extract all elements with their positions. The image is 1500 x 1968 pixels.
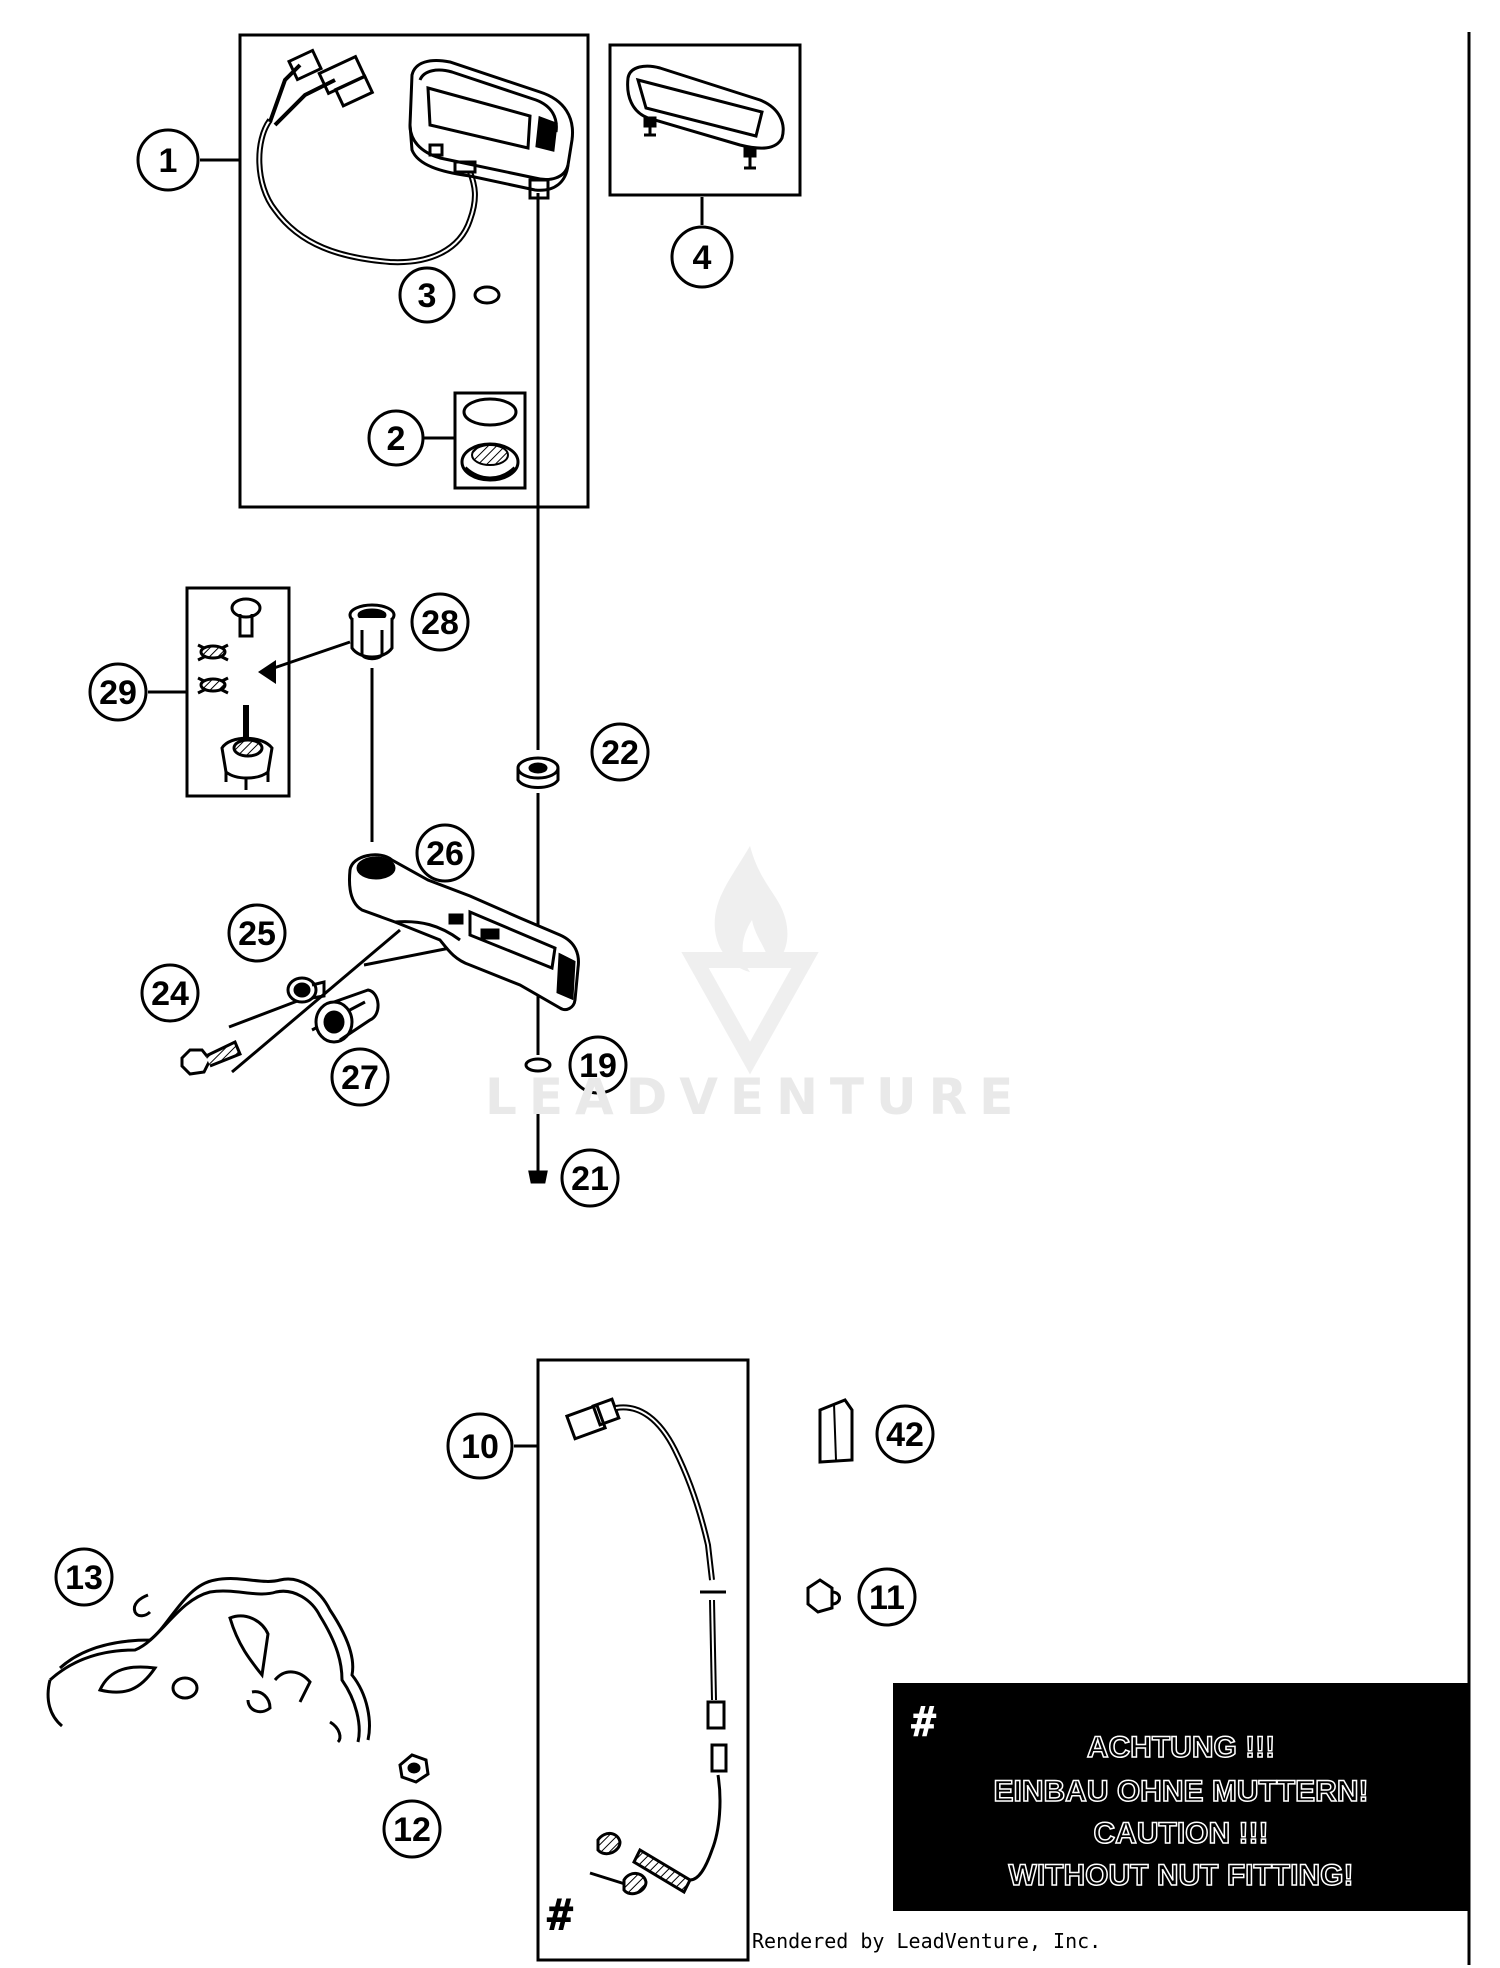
small-nut-part [398,1753,430,1784]
callout-12: 12 [382,1799,442,1859]
svg-text:3: 3 [418,277,437,315]
callout-10: 10 [446,1412,514,1480]
o-ring-part [462,397,518,427]
svg-text:12: 12 [393,1811,431,1849]
callout-2: 2 [367,409,425,467]
svg-text:1: 1 [159,142,178,180]
svg-text:42: 42 [886,1416,924,1454]
callout-22: 22 [590,722,650,782]
svg-text:22: 22 [601,734,639,772]
caution-hash-marker: # [911,1697,937,1746]
svg-text:4: 4 [693,239,712,277]
caution-line-3: CAUTION !!! [1093,1816,1269,1851]
watermark-text: LEADVENTURE [485,1068,1026,1126]
caution-line-2: EINBAU OHNE MUTTERN! [993,1774,1370,1809]
callout-24: 24 [140,963,200,1023]
svg-text:29: 29 [99,674,137,712]
mounting-kit-box [185,586,291,798]
cover-part [626,64,785,170]
svg-text:19: 19 [579,1047,617,1085]
svg-text:10: 10 [461,1428,499,1466]
callout-29: 29 [88,662,148,722]
seal-kit-box [453,391,527,490]
spacer-part [314,988,380,1044]
leadventure-logo-watermark [681,846,819,1075]
svg-text:24: 24 [151,975,189,1013]
callout-11: 11 [857,1567,917,1627]
callout-1: 1 [136,128,200,192]
svg-text:13: 13 [65,1559,103,1597]
bushing-part [348,603,396,661]
screw-part [528,1110,548,1184]
callout-28: 28 [410,592,470,652]
svg-text:11: 11 [869,1579,905,1617]
dashboard-kit-box [238,33,590,509]
bolt-part [180,1039,242,1076]
speed-sensor-drawing [564,1397,728,1896]
svg-text:28: 28 [421,604,459,642]
callout-4: 4 [670,225,734,289]
caution-line-1: ACHTUNG !!! [1086,1730,1276,1765]
sensor-kit-box [536,1358,750,1962]
sensor-hash-marker: # [547,1890,574,1941]
nut-part [516,756,560,789]
callout-26: 26 [415,823,475,883]
grommet-part [473,285,501,305]
cover-kit-box [608,43,802,197]
callout-19: 19 [568,1035,628,1095]
callout-21: 21 [560,1148,620,1208]
svg-text:26: 26 [426,835,464,873]
svg-text:2: 2 [387,420,406,458]
svg-text:27: 27 [341,1059,379,1097]
arrow-head [258,660,276,684]
leader-lines [148,158,704,1448]
callout-25: 25 [227,903,287,963]
small-washer-part [524,1057,552,1073]
callout-27: 27 [330,1047,390,1107]
mounting-kit-parts [197,597,274,790]
caution-box: # ACHTUNG !!! EINBAU OHNE MUTTERN! CAUTI… [893,1683,1469,1911]
brake-disc-drawing [46,1577,371,1744]
label-part [818,1398,854,1464]
svg-text:21: 21 [571,1160,609,1198]
callout-3: 3 [398,266,456,324]
callout-42: 42 [875,1404,935,1464]
bracket-part [348,853,580,1012]
svg-text:25: 25 [238,915,276,953]
cap-part [460,442,520,482]
callout-13: 13 [54,1547,114,1607]
caution-line-4: WITHOUT NUT FITTING! [1008,1858,1354,1893]
dashboard-unit-drawing [256,48,575,266]
footer-credit: Rendered by LeadVenture, Inc. [752,1929,1102,1953]
clip-part [806,1578,841,1614]
washer-part [286,976,326,1004]
